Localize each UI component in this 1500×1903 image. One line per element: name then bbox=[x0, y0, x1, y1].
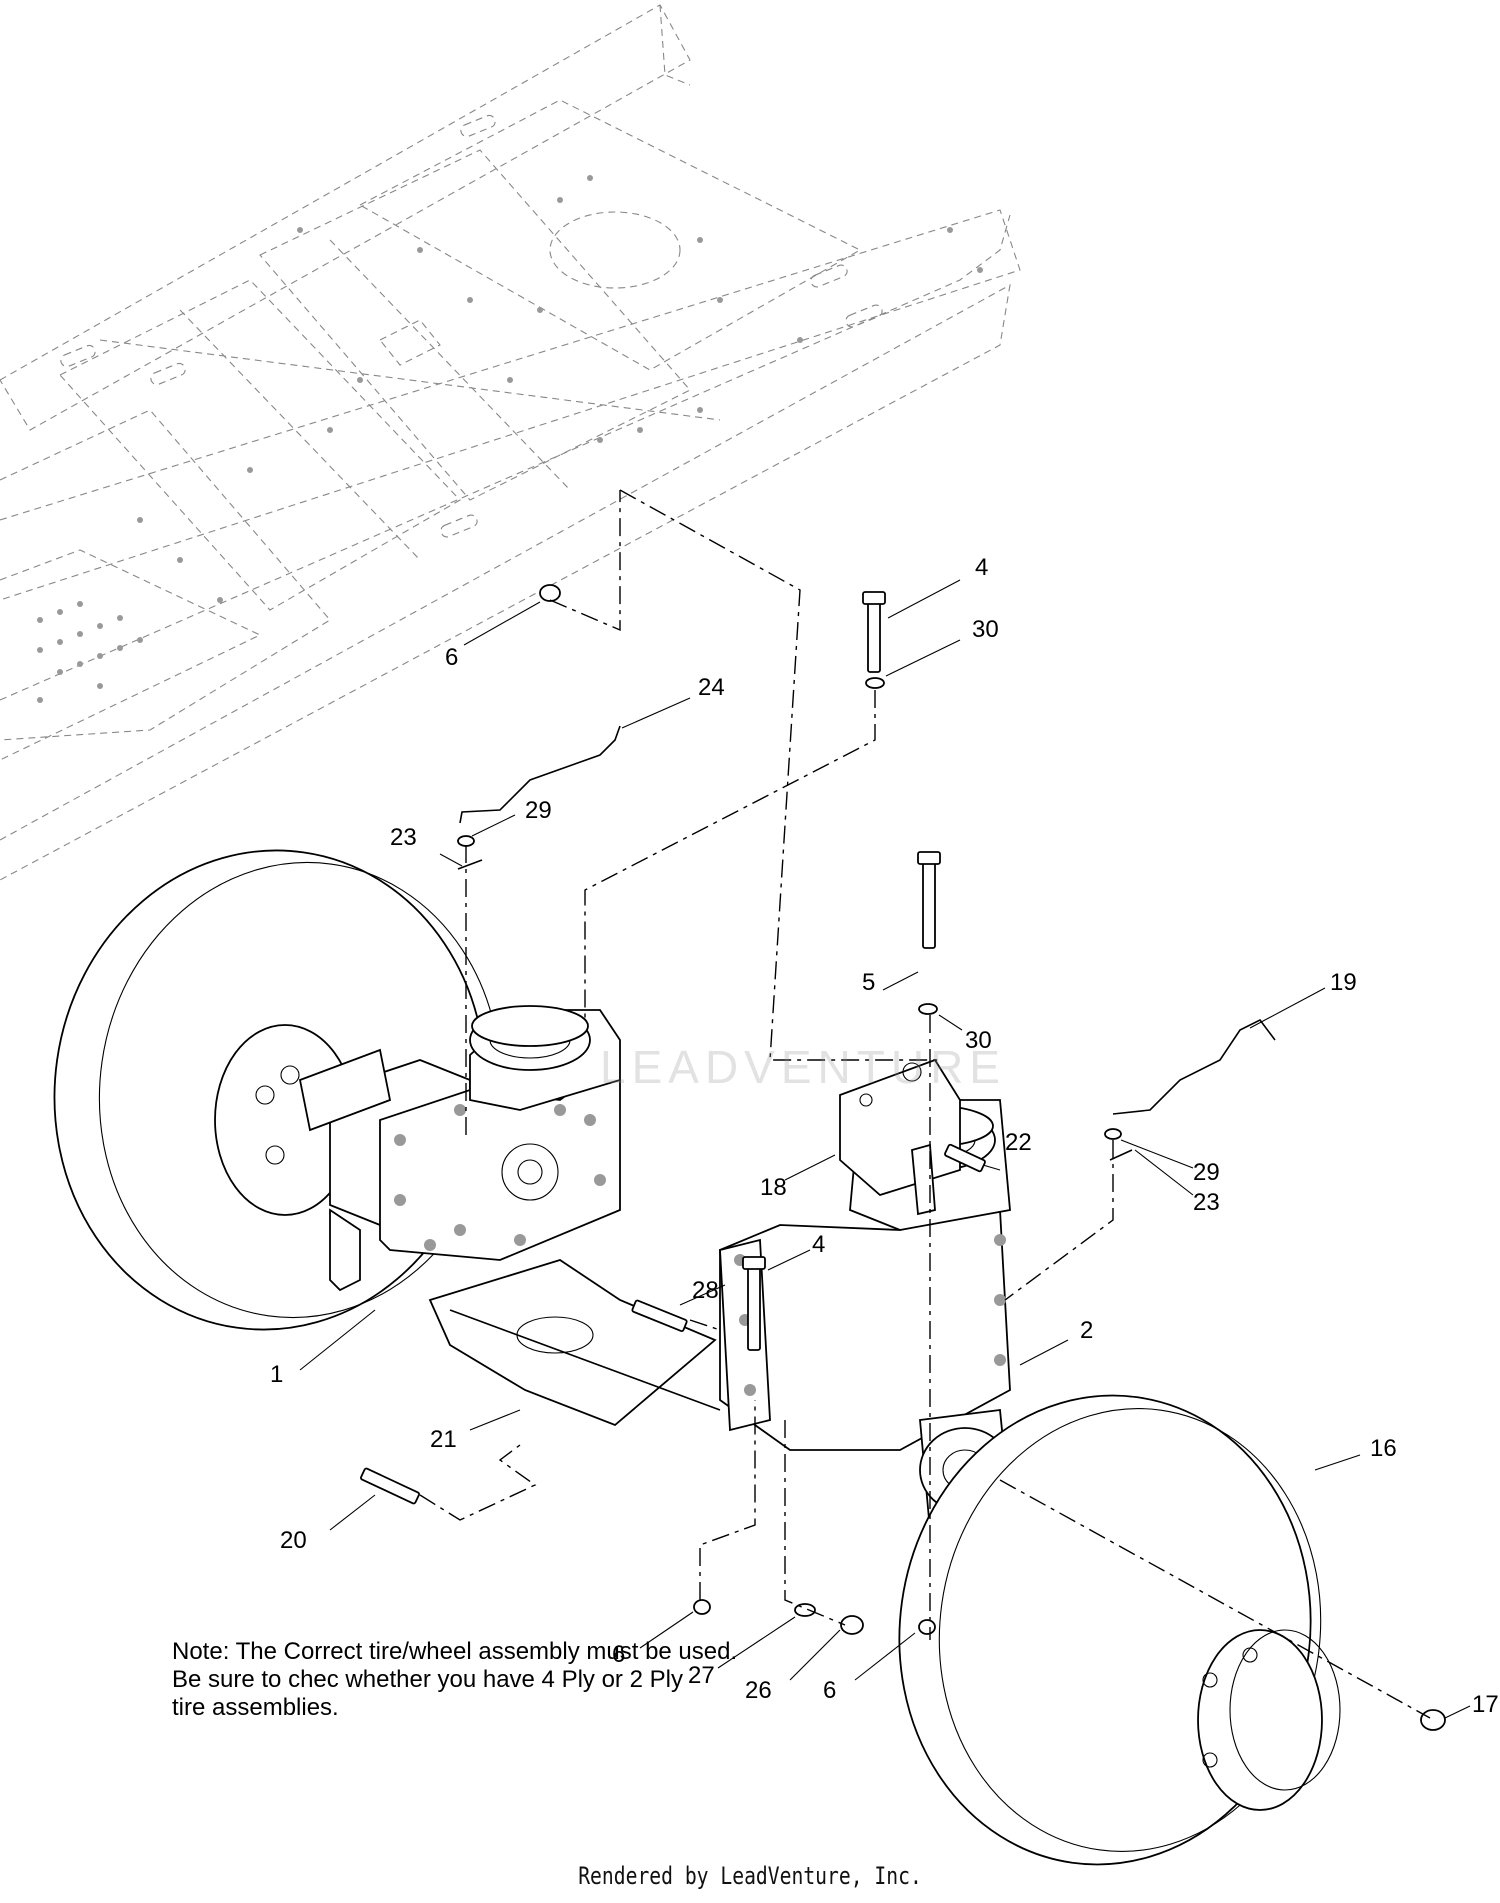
left-transmission bbox=[298, 1005, 621, 1292]
bolts-and-hardware bbox=[360, 584, 1446, 1731]
assembly-lines bbox=[419, 489, 1431, 1719]
callout-17: 17 bbox=[1472, 1691, 1499, 1718]
callout-24: 24 bbox=[698, 674, 725, 701]
rendered-by-footer: Rendered by LeadVenture, Inc. bbox=[578, 1862, 922, 1890]
callout-2: 2 bbox=[1080, 1317, 1093, 1344]
note-line-1: Note: The Correct tire/wheel assembly mu… bbox=[172, 1638, 738, 1665]
transmission-bracket bbox=[428, 1259, 721, 1427]
callout-29-left: 29 bbox=[525, 797, 552, 824]
chassis-frame-ghost bbox=[0, 4, 1021, 881]
callout-30-top: 30 bbox=[972, 616, 999, 643]
callout-22: 22 bbox=[1005, 1129, 1032, 1156]
leader-lines bbox=[299, 579, 1471, 1719]
callout-29-right: 29 bbox=[1193, 1159, 1220, 1186]
callout-4-top: 4 bbox=[975, 554, 988, 581]
callout-labels: 6 4 30 24 29 23 5 30 19 22 18 29 23 4 28… bbox=[270, 554, 1499, 1718]
leadventure-watermark: LEADVENTURE bbox=[600, 1041, 1006, 1093]
callout-19: 19 bbox=[1330, 969, 1357, 996]
callout-6-lower-left: 6 bbox=[612, 1641, 625, 1668]
callout-18: 18 bbox=[760, 1174, 787, 1201]
callout-26: 26 bbox=[745, 1677, 772, 1704]
callout-4-mid: 4 bbox=[812, 1231, 825, 1258]
control-rods bbox=[459, 725, 1276, 1115]
callout-6-top: 6 bbox=[445, 644, 458, 671]
callout-6-lower-right: 6 bbox=[823, 1677, 836, 1704]
callout-20: 20 bbox=[280, 1527, 307, 1554]
callout-30-mid: 30 bbox=[965, 1027, 992, 1054]
note-line-2: Be sure to chec whether you have 4 Ply o… bbox=[172, 1666, 683, 1693]
callout-23-right: 23 bbox=[1193, 1189, 1220, 1216]
callout-5: 5 bbox=[862, 969, 875, 996]
callout-21: 21 bbox=[430, 1426, 457, 1453]
right-rear-tire bbox=[898, 1394, 1341, 1866]
assembly-note: Note: The Correct tire/wheel assembly mu… bbox=[172, 1638, 892, 1722]
callout-23-left: 23 bbox=[390, 824, 417, 851]
callout-28: 28 bbox=[692, 1277, 719, 1304]
callout-16: 16 bbox=[1370, 1435, 1397, 1462]
callout-27: 27 bbox=[688, 1662, 715, 1689]
note-line-3: tire assemblies. bbox=[172, 1694, 339, 1721]
callout-1: 1 bbox=[270, 1361, 283, 1388]
